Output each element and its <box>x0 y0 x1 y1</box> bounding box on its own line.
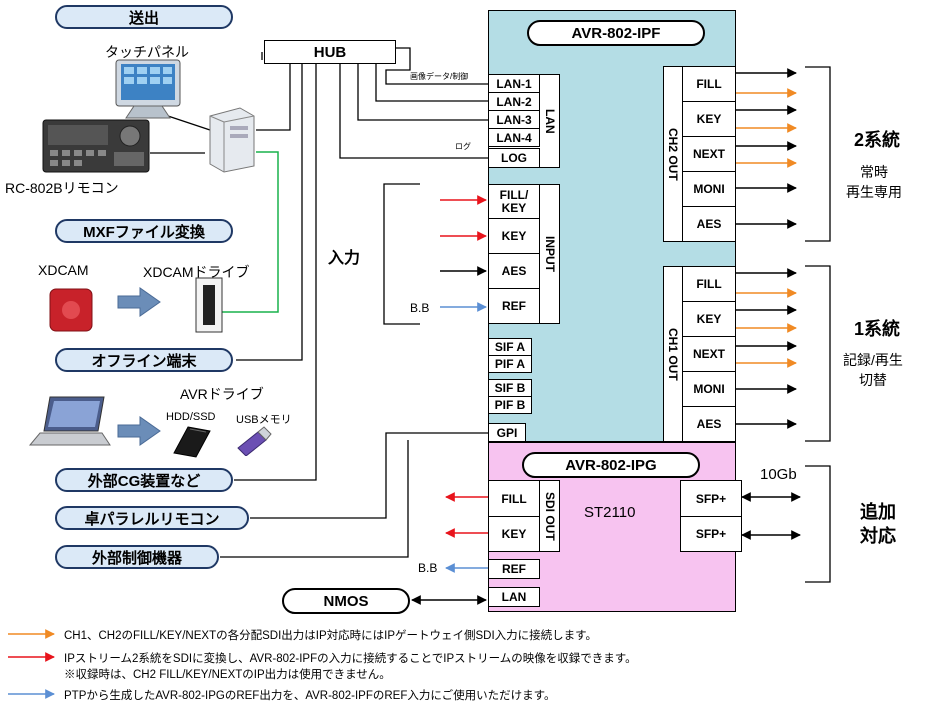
speed-label: 10Gb <box>760 466 797 483</box>
lan-port-1: LAN-1 <box>488 74 540 93</box>
hub-note-video: 画像データ/制御 <box>410 72 469 81</box>
rc-remote-label: RC-802Bリモコン <box>5 180 119 196</box>
mxf-label: MXFファイル変換 <box>55 219 233 243</box>
input-ref: REF <box>488 288 540 324</box>
input-fill-key: FILL/ KEY <box>488 184 540 219</box>
send-label: 送出 <box>55 5 233 29</box>
sys2-title: 2系統 <box>854 130 901 150</box>
ch2-out-label: CH2 OUT <box>666 127 680 181</box>
lan-port-3: LAN-3 <box>488 110 540 129</box>
ch1-out-label: CH1 OUT <box>666 327 680 381</box>
nmos-label: NMOS <box>282 588 410 614</box>
sys1-desc: 記録/再生 切替 <box>843 352 903 388</box>
ch2-key: KEY <box>682 101 736 137</box>
ipf-title: AVR-802-IPF <box>527 20 705 46</box>
touch-panel-icon <box>112 58 184 120</box>
add-support-title: 追加 対応 <box>860 502 896 546</box>
ch1-moni: MONI <box>682 371 736 407</box>
pif-a-port: PIF A <box>488 355 532 373</box>
ext-control-device: 外部制御機器 <box>55 545 219 569</box>
lan-group-label: LAN <box>543 108 557 134</box>
hdd-ssd-icon <box>172 425 212 459</box>
ch2-fill: FILL <box>682 66 736 102</box>
parallel-remote: 卓パラレルリモコン <box>55 506 249 530</box>
xdcam-drive-label: XDCAMドライブ <box>143 264 250 280</box>
ch2-next: NEXT <box>682 136 736 172</box>
hub-box: HUB <box>264 40 396 64</box>
usb-memory-icon <box>234 426 272 457</box>
ch2-moni: MONI <box>682 171 736 207</box>
xdcam-drive-icon <box>195 277 223 333</box>
bb-label-1: B.B <box>410 301 430 315</box>
sfp-port-2: SFP+ <box>680 516 742 552</box>
sys2-desc: 常時 再生専用 <box>846 164 902 200</box>
offline-terminal: オフライン端末 <box>55 348 233 372</box>
legend-red: IPストリーム2系統をSDIに変換し、AVR-802-IPFの入力に接続すること… <box>64 653 637 665</box>
sfp-port-1: SFP+ <box>680 480 742 517</box>
lan-port-4: LAN-4 <box>488 128 540 147</box>
sif-a-port: SIF A <box>488 338 532 356</box>
usb-memory-label: USBメモリ <box>236 414 292 426</box>
pif-b-port: PIF B <box>488 396 532 414</box>
input-label: 入力 <box>328 250 361 267</box>
input-aes: AES <box>488 253 540 289</box>
sdi-key: KEY <box>488 516 540 552</box>
st2110-label: ST2110 <box>584 504 636 521</box>
ch1-key: KEY <box>682 301 736 337</box>
ch1-next: NEXT <box>682 336 736 372</box>
xdcam-label: XDCAM <box>38 262 89 278</box>
laptop-icon <box>28 393 112 451</box>
lan-port-2: LAN-2 <box>488 92 540 111</box>
legend-blue: PTPから生成したAVR-802-IPGのREF出力を、AVR-802-IPFの… <box>64 690 556 702</box>
rc-remote-icon <box>42 118 150 174</box>
ch2-aes: AES <box>682 206 736 242</box>
ch1-aes: AES <box>682 406 736 442</box>
ipg-lan-port: LAN <box>488 587 540 607</box>
sys1-title: 1系統 <box>854 319 901 339</box>
sif-b-port: SIF B <box>488 379 532 397</box>
input-group-label: INPUT <box>543 236 557 272</box>
avr-drive-label: AVRドライブ <box>180 386 264 402</box>
log-port: LOG <box>488 148 540 168</box>
legend-orange: CH1、CH2のFILL/KEY/NEXTの各分配SDI出力はIP対応時にはIP… <box>64 630 598 642</box>
ch1-fill: FILL <box>682 266 736 302</box>
bb-label-2: B.B <box>418 561 438 575</box>
touch-panel-label: タッチパネル <box>105 44 189 60</box>
ipg-ref-port: REF <box>488 559 540 579</box>
legend-red-note: ※収録時は、CH2 FILL/KEY/NEXTのIP出力は使用できません。 <box>64 669 391 681</box>
sdi-out-label: SDI OUT <box>543 491 557 541</box>
sdi-fill: FILL <box>488 480 540 517</box>
gpi-port: GPI <box>488 423 526 442</box>
input-key: KEY <box>488 218 540 254</box>
hdd-ssd-label: HDD/SSD <box>166 411 216 423</box>
hub-note-log: ログ <box>455 142 471 151</box>
ipg-title: AVR-802-IPG <box>522 452 700 478</box>
xdcam-disc-icon <box>48 287 94 333</box>
server-icon <box>204 104 258 174</box>
ext-cg-device: 外部CG装置など <box>55 468 233 492</box>
